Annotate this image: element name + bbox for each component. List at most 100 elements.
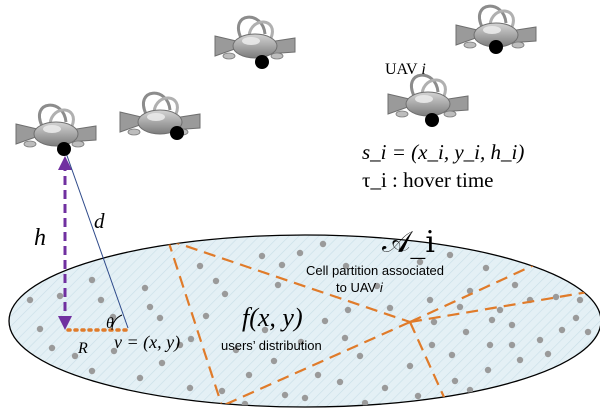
user-dot-icon <box>136 374 144 382</box>
radius-symbol: R <box>78 340 88 357</box>
user-dot-icon <box>386 304 394 312</box>
uav-anchor-dot-icon <box>170 126 184 140</box>
uav-drone-icon <box>454 4 538 54</box>
user-dot-icon <box>156 314 164 322</box>
density-caption: users’ distribution <box>221 338 322 353</box>
uav-i-label: UAV i <box>385 61 426 78</box>
user-dot-icon <box>451 377 459 385</box>
user-dot-icon <box>241 400 249 407</box>
user-dot-icon <box>488 316 496 324</box>
user-dot-icon <box>584 328 592 336</box>
uav-anchor-dot-icon <box>255 55 269 69</box>
uav-anchor-dot-icon <box>57 142 71 156</box>
density-symbol: f(x, y) <box>242 303 303 332</box>
user-dot-icon <box>511 281 519 289</box>
user-dot-icon <box>426 296 434 304</box>
user-dot-icon <box>88 276 96 284</box>
user-dot-icon <box>97 296 105 304</box>
angle-symbol: θ <box>106 315 114 332</box>
user-dot-icon <box>462 328 470 336</box>
user-dot-icon <box>186 384 194 392</box>
user-dot-icon <box>341 334 349 342</box>
uav-position-label: s_i = (x_i, y_i, h_i) <box>362 140 525 164</box>
user-dot-icon <box>361 399 369 407</box>
user-dot-icon <box>552 293 560 301</box>
user-dot-icon <box>141 284 149 292</box>
user-dot-icon <box>297 338 305 346</box>
angle-arc <box>111 314 123 331</box>
user-dot-icon <box>278 261 286 269</box>
user-dot-icon <box>572 314 580 322</box>
user-dot-icon <box>109 313 117 321</box>
user-dot-icon <box>430 318 438 326</box>
ground-area-ellipse <box>8 234 600 408</box>
user-dot-icon <box>428 341 436 349</box>
user-dot-icon <box>321 317 329 325</box>
user-dot-icon <box>110 347 118 355</box>
user-dot-icon <box>26 296 34 304</box>
user-dot-icon <box>258 252 266 260</box>
user-dot-icon <box>414 392 422 400</box>
partition-caption-line2: to UAV i <box>336 280 383 295</box>
distance-symbol: d <box>94 209 105 233</box>
user-dot-icon <box>301 394 309 402</box>
distance-line <box>64 149 129 329</box>
user-dot-icon <box>536 336 544 344</box>
user-dot-icon <box>158 359 166 367</box>
user-dot-icon <box>187 335 195 343</box>
user-dot-icon <box>270 357 278 365</box>
user-dot-icon <box>508 321 516 329</box>
hover-time-label: τ_i : hover time <box>362 168 494 192</box>
user-dot-icon <box>128 241 136 249</box>
uav-drone-icon <box>213 15 297 69</box>
height-symbol: h <box>34 225 46 251</box>
user-dot-icon <box>448 351 456 359</box>
user-dot-icon <box>558 326 566 334</box>
uav-drone-icon <box>386 73 470 127</box>
user-dot-icon <box>373 282 381 290</box>
user-dot-icon <box>342 262 350 270</box>
user-dot-icon <box>536 258 544 266</box>
user-dot-icon <box>314 371 322 379</box>
user-dot-icon <box>296 249 304 257</box>
user-dot-icon <box>446 251 454 259</box>
user-dot-icon <box>245 371 253 379</box>
user-dot-icon <box>88 367 96 375</box>
user-dot-icon <box>202 312 210 320</box>
user-dot-icon <box>212 277 220 285</box>
partition-symbol: 𝒜_i <box>382 225 435 260</box>
user-dot-icon <box>36 325 44 333</box>
user-dot-icon <box>508 341 516 349</box>
user-dot-icon <box>281 391 289 399</box>
user-dot-icon <box>146 303 154 311</box>
user-dot-icon <box>484 366 492 374</box>
user-dot-icon <box>356 352 364 360</box>
user-dot-icon <box>516 356 524 364</box>
user-dot-icon <box>344 306 352 314</box>
user-dot-icon <box>319 240 327 248</box>
user-dot-icon <box>336 378 344 386</box>
user-dot-icon <box>71 352 79 360</box>
user-dot-icon <box>466 386 474 394</box>
uav-drone-icon <box>14 103 98 156</box>
user-dot-icon <box>482 264 490 272</box>
user-dot-icon <box>176 341 184 349</box>
user-dot-icon <box>274 281 282 289</box>
user-dot-icon <box>218 387 226 395</box>
uav-anchor-dot-icon <box>425 113 439 127</box>
user-dot-icon <box>416 258 424 266</box>
uav-anchor-dot-icon <box>489 40 503 54</box>
user-dot-icon <box>261 326 269 334</box>
user-dot-icon <box>496 306 504 314</box>
ground-point-label: v = (x, y) <box>114 332 181 352</box>
user-dot-icon <box>381 384 389 392</box>
user-dot-icon <box>196 262 204 270</box>
user-dot-icon <box>221 290 229 298</box>
user-dot-icon <box>544 350 552 358</box>
uav-drone-icon <box>118 91 202 140</box>
user-dot-icon <box>496 386 504 394</box>
user-dot-icon <box>486 341 494 349</box>
user-dot-icon <box>232 346 240 354</box>
user-dot-icon <box>576 296 584 304</box>
